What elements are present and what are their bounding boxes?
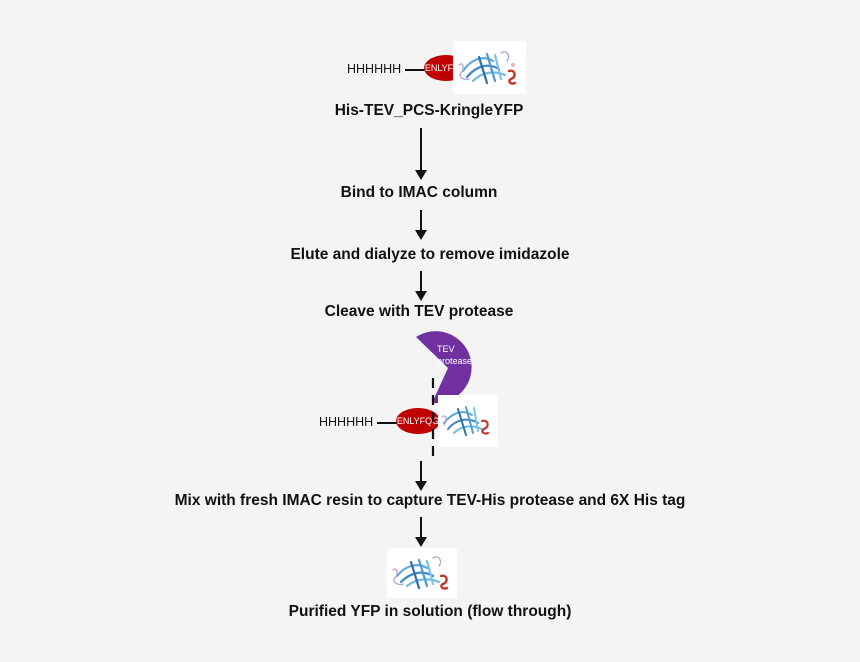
tev-protease-shape [416,331,472,404]
construct-name: His-TEV_PCS-KringleYFP [334,102,524,119]
tev-label-line1: TEV [437,344,455,354]
cleavage-site-dashed-line [431,378,435,458]
step-cleave-tev: Cleave with TEV protease [324,303,514,320]
arrow-down-icon [415,210,427,240]
step-elute-dialyze: Elute and dialyze to remove imidazole [290,246,570,263]
step-bind-imac: Bind to IMAC column [340,184,498,201]
arrow-down-icon [415,128,427,180]
yfp-protein-icon [387,548,457,598]
arrow-down-icon [415,461,427,491]
arrow-down-icon [415,517,427,547]
his-tag-label: HHHHHH [347,62,402,76]
step-mix-imac-resin: Mix with fresh IMAC resin to capture TEV… [174,492,686,509]
tev-protease-label: TEV protease [437,343,472,367]
arrow-down-icon [415,271,427,301]
step-purified-yfp: Purified YFP in solution (flow through) [288,603,572,620]
linker-line [377,422,397,424]
tev-label-line2: protease [437,356,473,366]
yfp-protein-icon [453,41,526,94]
his-tag-label-cleavage: HHHHHH [319,415,374,429]
linker-line [405,69,425,71]
yfp-protein-icon [438,395,498,447]
